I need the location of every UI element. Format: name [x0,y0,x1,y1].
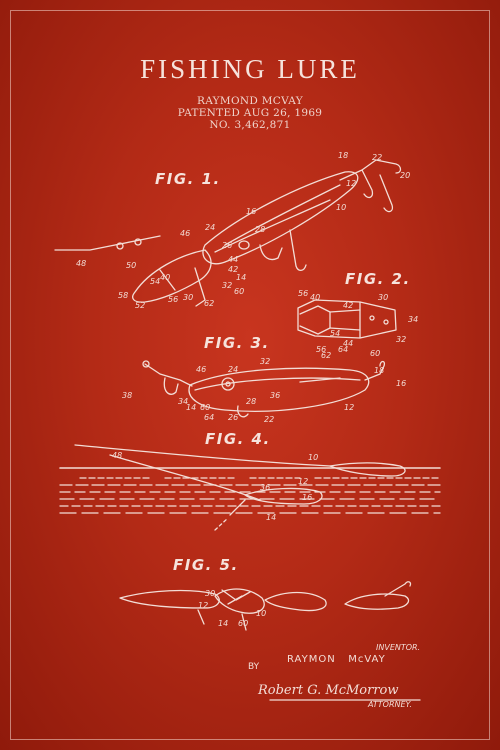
fig-5-drawing [120,582,411,630]
svg-text:56: 56 [298,289,308,298]
patent-date: PATENTED AUG 26, 1969 [177,107,323,119]
svg-text:46: 46 [196,365,206,374]
svg-text:26: 26 [222,241,232,250]
svg-text:12: 12 [298,477,308,486]
svg-text:44: 44 [228,255,238,264]
svg-text:56: 56 [168,295,178,304]
svg-text:54: 54 [330,329,340,338]
fig-4-label: FIG. 4. [205,430,271,448]
svg-text:14: 14 [218,619,228,628]
attorney-caption: ATTORNEY. [368,700,412,709]
fig-4-drawing [60,445,440,530]
svg-text:46: 46 [180,229,190,238]
svg-text:32: 32 [222,281,232,290]
svg-text:16: 16 [396,379,406,388]
svg-text:48: 48 [112,451,122,460]
svg-text:62: 62 [321,351,331,360]
svg-text:32: 32 [260,357,270,366]
svg-text:54: 54 [150,277,160,286]
fig-3-drawing [143,361,384,417]
svg-text:10: 10 [308,453,318,462]
svg-text:34: 34 [408,315,418,324]
svg-text:62: 62 [204,299,214,308]
poster-border [10,10,490,740]
fig-5-label: FIG. 5. [173,556,239,574]
svg-text:60: 60 [370,349,380,358]
svg-text:30: 30 [183,293,193,302]
svg-text:12: 12 [346,179,356,188]
svg-text:28: 28 [255,225,265,234]
svg-text:30: 30 [378,293,388,302]
attorney-signature: Robert G. McMorrow [258,683,399,698]
fig-2-drawing [298,300,396,338]
svg-text:12: 12 [198,601,208,610]
svg-text:48: 48 [76,259,86,268]
svg-text:60: 60 [234,287,244,296]
fig-1-drawing [55,160,401,306]
svg-text:40: 40 [310,293,320,302]
svg-text:36: 36 [260,483,270,492]
svg-text:16: 16 [302,493,312,502]
svg-text:36: 36 [270,391,280,400]
svg-text:60: 60 [200,403,210,412]
svg-text:64: 64 [338,345,348,354]
inventor-caption: INVENTOR. [376,643,421,652]
svg-text:16: 16 [246,207,256,216]
svg-text:10: 10 [256,609,266,618]
svg-text:52: 52 [135,301,145,310]
svg-text:42: 42 [228,265,238,274]
poster-title: FISHING LURE [140,54,360,84]
svg-text:56: 56 [316,345,326,354]
svg-text:18: 18 [338,151,348,160]
svg-text:22: 22 [264,415,274,424]
svg-text:28: 28 [246,397,256,406]
svg-text:32: 32 [396,335,406,344]
svg-text:34: 34 [178,397,188,406]
svg-text:24: 24 [205,223,215,232]
svg-text:38: 38 [122,391,132,400]
svg-text:14: 14 [266,513,276,522]
svg-text:40: 40 [160,273,170,282]
inventor-line: RAYMOND MCVAY [197,95,303,107]
svg-text:14: 14 [236,273,246,282]
svg-text:42: 42 [343,301,353,310]
inventor-signature-name: RAYMON McVAY [287,654,386,665]
svg-text:44: 44 [343,339,353,348]
patent-number: NO. 3,462,871 [209,119,291,131]
svg-text:14: 14 [186,403,196,412]
svg-text:18: 18 [374,366,384,375]
svg-text:30: 30 [205,589,215,598]
svg-text:12: 12 [344,403,354,412]
svg-text:60: 60 [238,619,248,628]
fig-1-label: FIG. 1. [155,170,221,188]
svg-text:26: 26 [228,413,238,422]
svg-text:10: 10 [336,203,346,212]
fig-2-label: FIG. 2. [345,270,411,288]
svg-text:22: 22 [372,153,382,162]
svg-text:20: 20 [400,171,410,180]
svg-text:58: 58 [118,291,128,300]
fig-3-label: FIG. 3. [204,334,270,352]
svg-text:24: 24 [228,365,238,374]
svg-text:64: 64 [204,413,214,422]
by-label: BY [248,662,260,672]
svg-text:50: 50 [126,261,136,270]
